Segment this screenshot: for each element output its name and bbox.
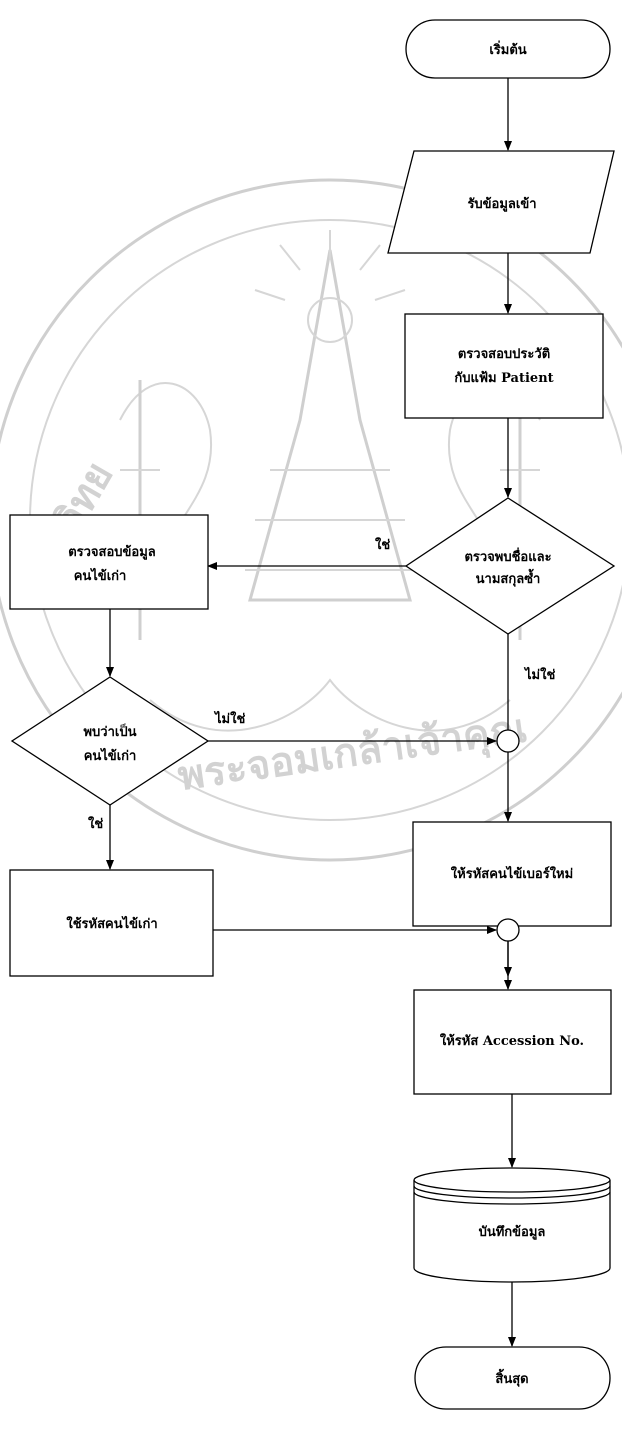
save-label: บันทึกข้อมูล [479,1224,546,1240]
end-node: สิ้นสุด [414,1346,611,1410]
end-label: สิ้นสุด [495,1368,528,1387]
check-history-label-1: ตรวจสอบประวัติ [458,347,550,362]
input-node: รับข้อมูลเข้า [387,150,615,254]
start-label: เริ่มต้น [489,40,526,58]
input-label: รับข้อมูลเข้า [467,196,536,212]
accession-node: ให้รหัส Accession No. [413,989,612,1095]
check-old-label-1: ตรวจสอบข้อมูล [68,544,156,560]
edge-no-2-label: ไม่ใช่ [213,710,245,727]
new-hn-label: ให้รหัสคนไข้เบอร์ใหม่ [451,865,573,882]
use-old-label: ใช้รหัสคนไข้เก่า [66,915,157,932]
use-old-node: ใช้รหัสคนไข้เก่า [9,869,214,977]
check-old-label-2: คนไข้เก่า [74,567,127,584]
check-history-node: ตรวจสอบประวัติ กับแฟ้ม Patient [404,313,604,419]
decision-old-label-1: พบว่าเป็น [83,722,136,740]
check-old-node: ตรวจสอบข้อมูล คนไข้เก่า [9,514,209,610]
decision-old-label-2: คนไข้เก่า [84,747,137,764]
edge-yes-1-label: ใช่ [375,536,390,553]
connector-1 [496,729,520,753]
decision-found-label-1: ตรวจพบชื่อและ [464,547,551,565]
new-hn-node: ให้รหัสคนไข้เบอร์ใหม่ [412,821,612,927]
edge-no-1-label: ไม่ใช่ [523,666,555,683]
connector-2 [496,918,520,942]
accession-label: ให้รหัส Accession No. [440,1032,584,1049]
start-node: เริ่มต้น [405,19,611,79]
decision-found-node: ตรวจพบชื่อและ นามสกุลซ้ำ [404,497,616,635]
decision-found-label-2: นามสกุลซ้ำ [476,568,541,587]
edge-yes-2-label: ใช่ [88,815,103,832]
save-node: บันทึกข้อมูล [413,1167,611,1283]
check-history-label-2: กับแฟ้ม Patient [454,370,553,386]
